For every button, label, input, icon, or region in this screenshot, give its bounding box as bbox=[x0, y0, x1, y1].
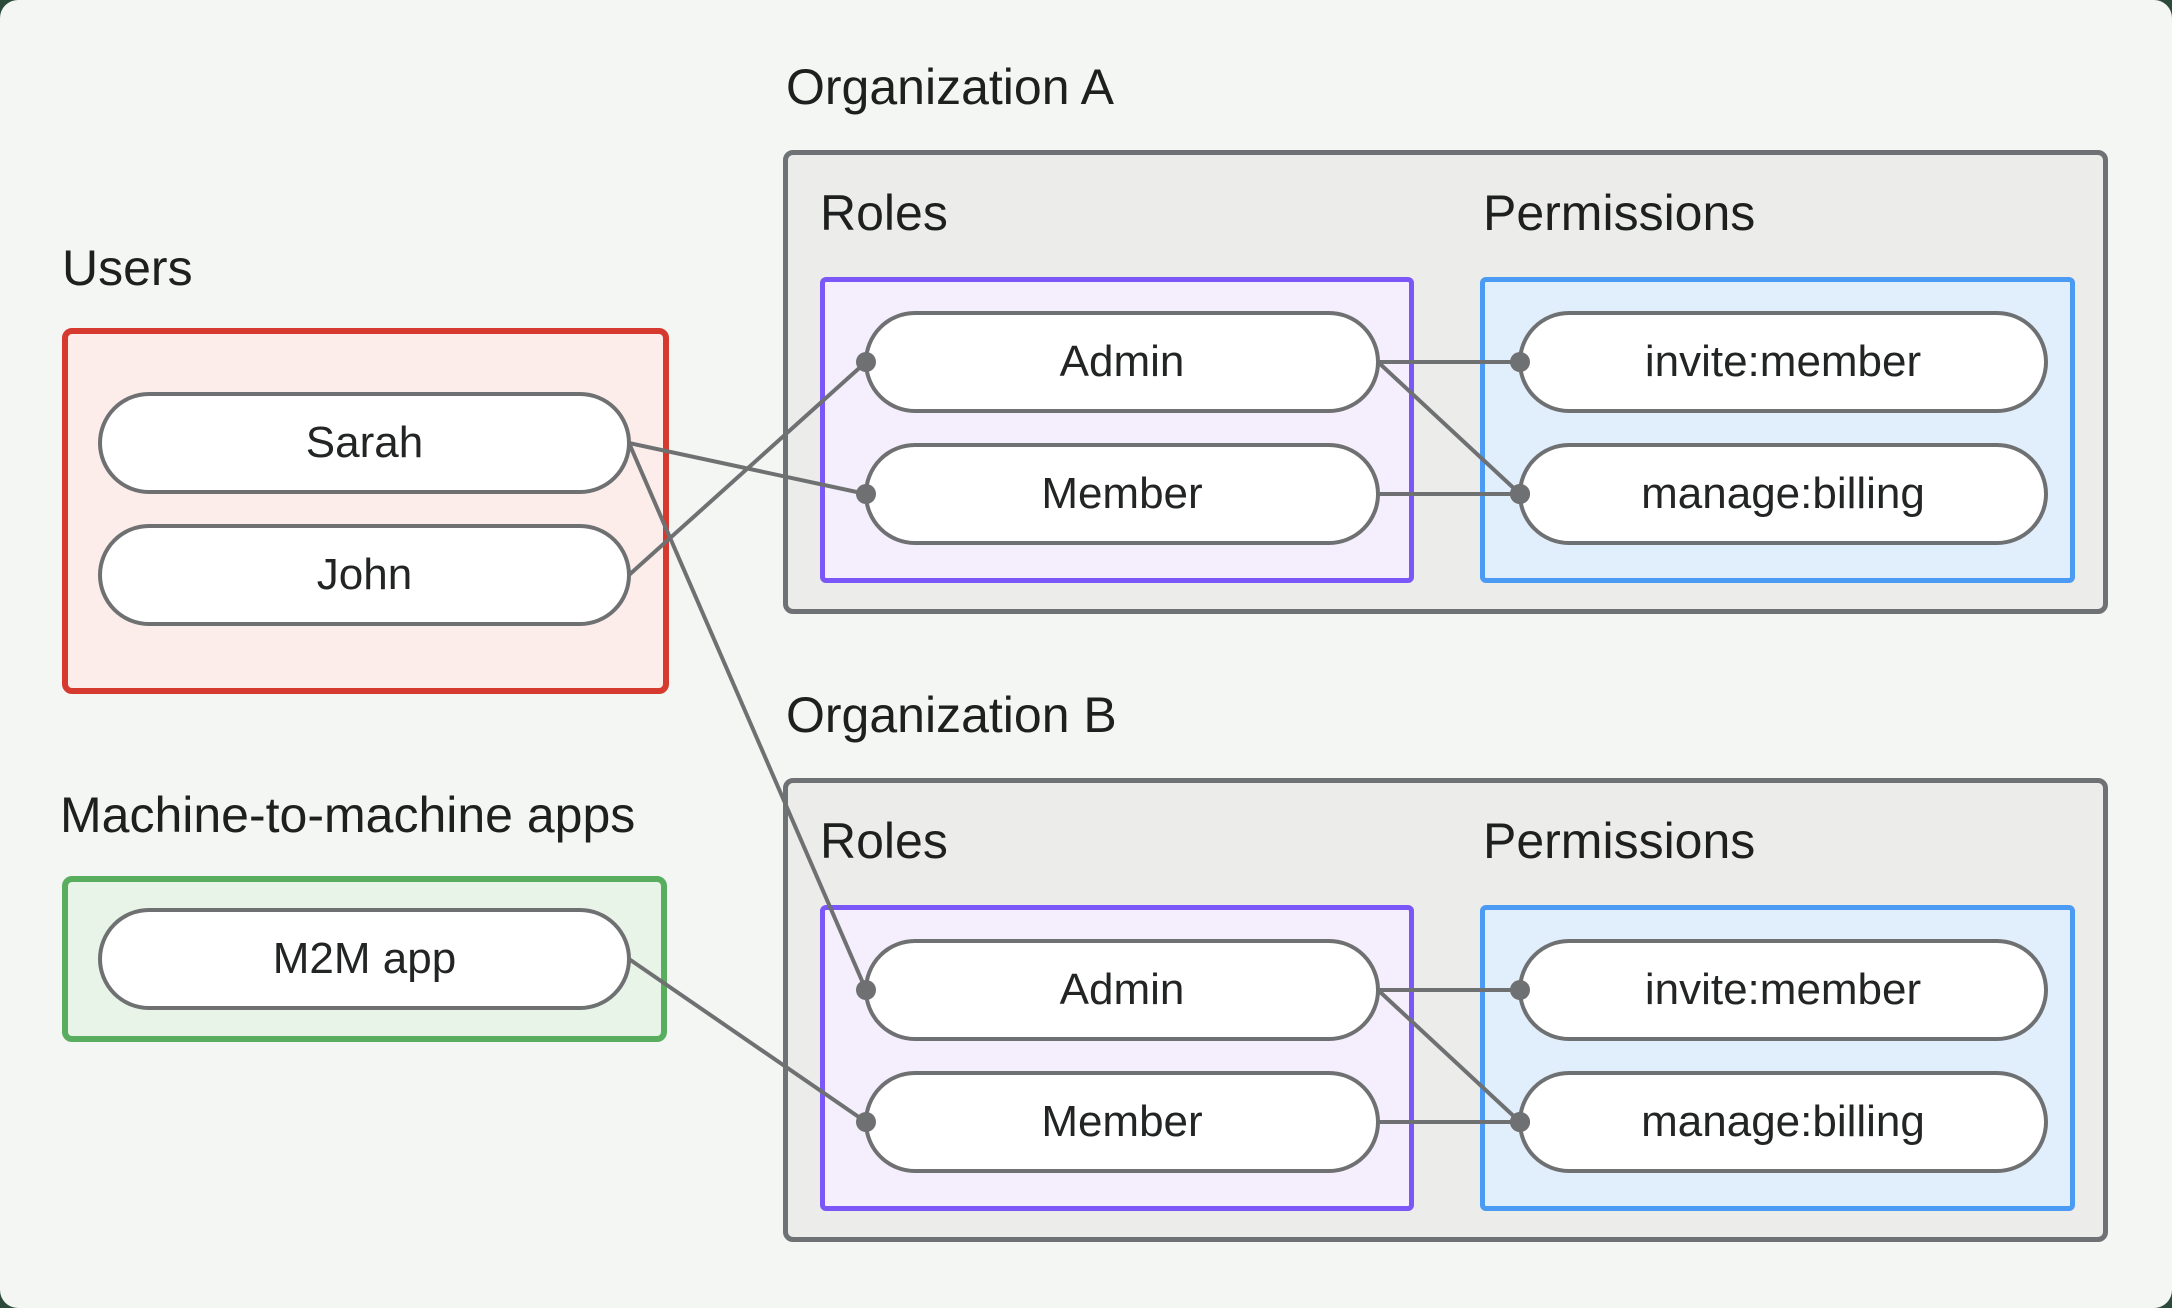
org-b-role-admin: Admin bbox=[864, 939, 1380, 1041]
user-node-label: Sarah bbox=[305, 418, 424, 467]
org-a-roles-title: Roles bbox=[820, 185, 948, 241]
org-a-role-admin: Admin bbox=[864, 311, 1380, 413]
m2m-group-title: Machine-to-machine apps bbox=[60, 787, 636, 843]
org-b-roles-title: Roles bbox=[820, 813, 948, 869]
users-group-box bbox=[62, 328, 669, 694]
org-b-permissions-title: Permissions bbox=[1483, 813, 1756, 869]
permission-label: manage:billing bbox=[1641, 1097, 1925, 1146]
role-label: Member bbox=[1041, 1097, 1203, 1146]
org-b-permission-manage-billing: manage:billing bbox=[1518, 1071, 2048, 1173]
permission-label: invite:member bbox=[1644, 965, 1922, 1014]
org-a-permission-invite-member: invite:member bbox=[1518, 311, 2048, 413]
m2m-app-label: M2M app bbox=[272, 934, 457, 983]
permission-label: manage:billing bbox=[1641, 469, 1925, 518]
org-b-permission-invite-member: invite:member bbox=[1518, 939, 2048, 1041]
user-node-sarah: Sarah bbox=[98, 392, 631, 494]
org-a-permissions-title: Permissions bbox=[1483, 185, 1756, 241]
org-b-role-member: Member bbox=[864, 1071, 1380, 1173]
user-node-john: John bbox=[98, 524, 631, 626]
m2m-app-node: M2M app bbox=[98, 908, 631, 1010]
org-b-title: Organization B bbox=[786, 687, 1117, 743]
role-label: Member bbox=[1041, 469, 1203, 518]
role-label: Admin bbox=[1059, 337, 1185, 386]
role-label: Admin bbox=[1059, 965, 1185, 1014]
users-group-title: Users bbox=[62, 240, 193, 296]
permission-label: invite:member bbox=[1644, 337, 1922, 386]
org-a-role-member: Member bbox=[864, 443, 1380, 545]
org-a-title: Organization A bbox=[786, 59, 1114, 115]
org-a-permission-manage-billing: manage:billing bbox=[1518, 443, 2048, 545]
user-node-label: John bbox=[316, 550, 413, 599]
